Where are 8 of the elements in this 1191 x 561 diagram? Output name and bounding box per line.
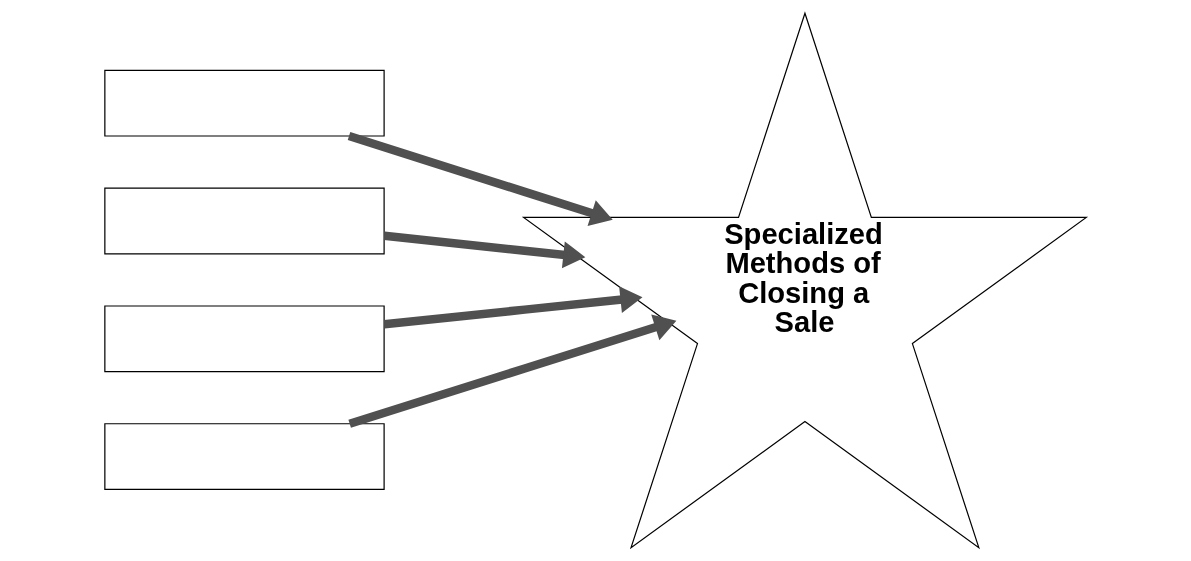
node-box <box>104 423 385 490</box>
node-box <box>104 187 385 255</box>
node-box <box>104 305 385 373</box>
node-box <box>104 69 385 137</box>
arrow <box>348 314 677 428</box>
arrow <box>383 286 643 329</box>
arrow <box>347 132 613 227</box>
arrow <box>383 231 586 269</box>
